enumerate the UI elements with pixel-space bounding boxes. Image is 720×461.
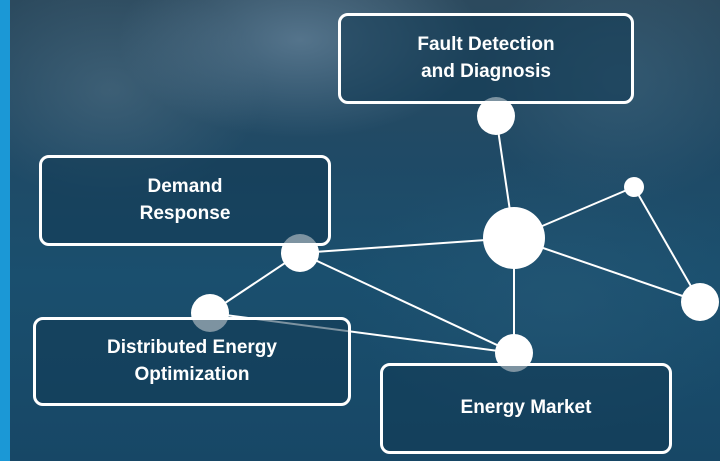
distributed-energy-box: Distributed Energy Optimization bbox=[33, 317, 351, 406]
node-fault bbox=[477, 97, 515, 135]
fault-detection-box: Fault Detection and Diagnosis bbox=[338, 13, 634, 104]
edge-right-top-right-bottom bbox=[633, 186, 701, 303]
distributed-energy-label: Distributed Energy Optimization bbox=[107, 336, 277, 385]
demand-response-label: Demand Response bbox=[139, 175, 231, 224]
edge-hub-right-bottom bbox=[513, 237, 701, 303]
node-hub bbox=[483, 207, 545, 269]
node-right-top bbox=[624, 177, 644, 197]
edge-demand-hub bbox=[299, 237, 515, 254]
accent-bar bbox=[0, 0, 10, 461]
edge-demand-market bbox=[299, 252, 515, 354]
energy-market-label: Energy Market bbox=[460, 397, 592, 419]
node-market bbox=[495, 334, 533, 372]
demand-response-box: Demand Response bbox=[39, 155, 331, 246]
energy-market-box: Energy Market bbox=[380, 363, 672, 454]
fault-detection-label: Fault Detection and Diagnosis bbox=[417, 33, 555, 82]
node-right-bottom bbox=[681, 283, 719, 321]
